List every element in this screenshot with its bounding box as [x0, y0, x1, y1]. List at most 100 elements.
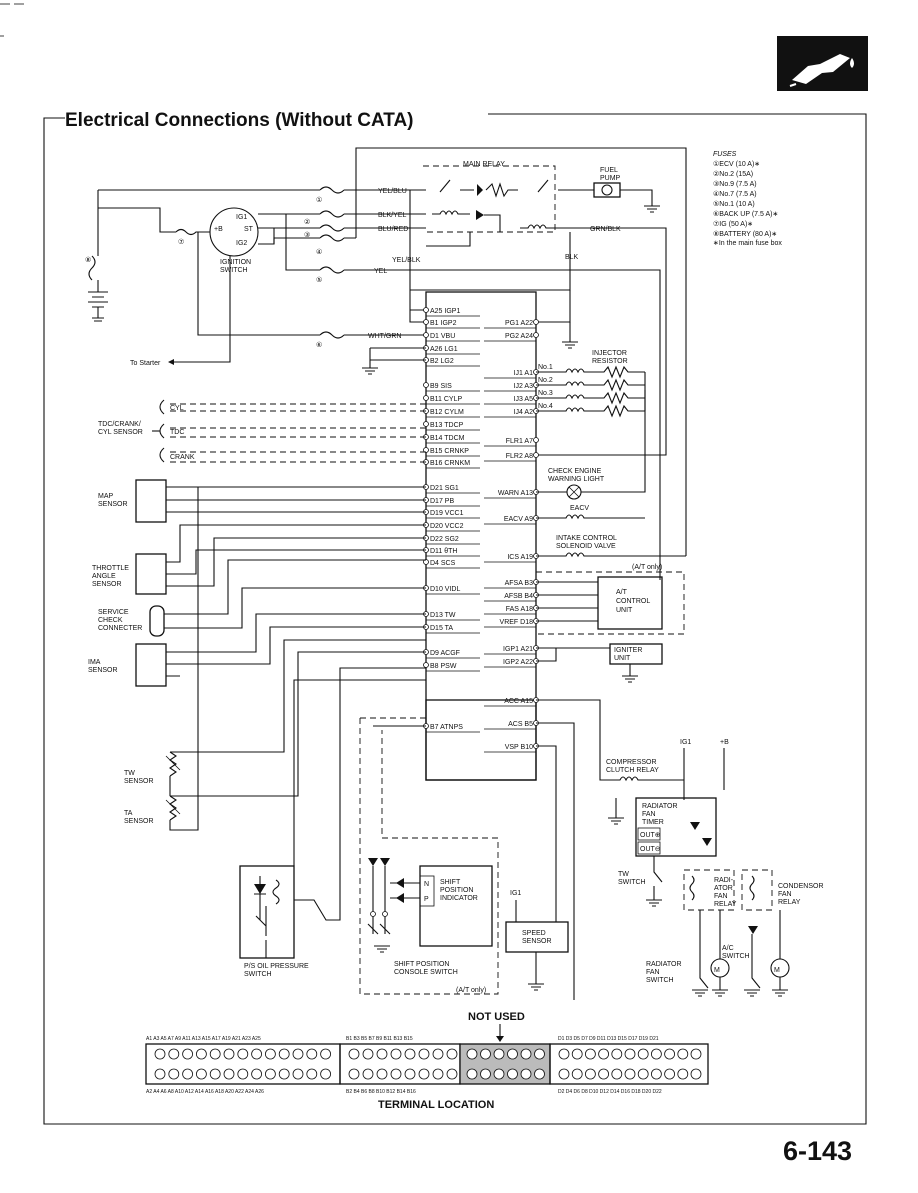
svg-text:P/S OIL PRESSURE: P/S OIL PRESSURE	[244, 963, 309, 970]
svg-text:A/T: A/T	[616, 589, 628, 596]
svg-text:UNIT: UNIT	[616, 607, 633, 614]
svg-text:SENSOR: SENSOR	[92, 581, 122, 588]
fuse-mark: ⑤	[316, 276, 322, 284]
ecu-pin-label: PG1 A22	[505, 320, 533, 327]
ecu-pin-label: ACS B5	[508, 721, 533, 728]
svg-text:CONTROL: CONTROL	[616, 598, 650, 605]
ecu-pin-label: VREF D18	[500, 619, 534, 626]
injector-circuit	[536, 391, 645, 405]
svg-text:RADIATOR: RADIATOR	[646, 961, 682, 968]
connector-pin	[637, 1068, 649, 1080]
power-supply-wiring: ⑧ ⑦ ① ② ③ ④ ⑤ ⑥ YEL/BLU BLK/YEL BLU/RED …	[85, 147, 687, 580]
fuel-pump: FUEL PUMP	[558, 167, 660, 213]
fuses-legend: FUSES ①ECV (10 A)∗ ②No.2 (15A) ③No.9 (7.…	[713, 151, 782, 247]
connector-pin	[598, 1068, 609, 1080]
ignition-switch: IG1 +B ST IG2 IGNITION SWITCH	[209, 207, 259, 274]
ecu-pin-terminal	[533, 437, 539, 443]
connector-pin	[306, 1068, 318, 1080]
ecu-pin-terminal	[423, 307, 429, 313]
svg-text:THROTTLE: THROTTLE	[92, 565, 129, 572]
connector-pin	[480, 1068, 491, 1080]
svg-text:FAN: FAN	[714, 893, 728, 900]
speed-sensor: SPEED SENSOR IG1	[505, 745, 569, 991]
ecu-pin-label: B9 SIS	[430, 383, 452, 390]
svg-text:CHECK ENGINE: CHECK ENGINE	[548, 468, 602, 475]
ecu-pin-label: B8 PSW	[430, 663, 457, 670]
wire-blk: BLK	[565, 254, 579, 261]
injector-resistor: INJECTOR RESISTOR	[592, 350, 628, 365]
injector-number: No.2	[538, 377, 553, 384]
connector-pin	[690, 1048, 702, 1060]
ecu-pin-label: FLR2 A8	[506, 453, 533, 460]
fuel-system-tab-icon	[777, 36, 868, 91]
svg-text:CYL SENSOR: CYL SENSOR	[98, 429, 143, 436]
connector-bottom-labels-a: A2 A4 A6 A8 A10 A12 A14 A16 A18 A20 A22 …	[146, 1089, 264, 1095]
svg-text:CONNECTER: CONNECTER	[98, 625, 142, 632]
svg-text:SENSOR: SENSOR	[98, 501, 128, 508]
page-frame	[43, 113, 867, 1125]
page-title: Electrical Connections (Without CATA)	[65, 110, 414, 131]
ecu-pin-terminal	[423, 662, 429, 668]
svg-text:+B: +B	[720, 739, 729, 746]
connector-pin	[154, 1048, 166, 1060]
svg-text:OUT⊕: OUT⊕	[640, 832, 661, 839]
ac-switch: A/C SWITCH M M	[692, 910, 790, 997]
svg-text:PUMP: PUMP	[600, 175, 621, 182]
connector-pin	[251, 1068, 263, 1080]
connector-pin	[154, 1068, 166, 1080]
connector-pin	[677, 1048, 689, 1060]
injector-circuit	[536, 365, 645, 379]
fuse-mark: ③	[304, 231, 310, 239]
svg-text:SWITCH: SWITCH	[646, 977, 674, 984]
fuse-item: ④No.7 (7.5 A)	[713, 190, 757, 198]
svg-text:TW: TW	[618, 871, 629, 878]
ecu-pin-label: VSP B10	[505, 744, 533, 751]
connector-pin	[168, 1068, 180, 1080]
fuse-item: ③No.9 (7.5 A)	[713, 180, 757, 188]
ecu-pin-label: D15 TA	[430, 625, 453, 632]
ecu-pin-label: B15 CRNKP	[430, 448, 469, 455]
ta-sensor: TA SENSOR	[124, 487, 426, 831]
svg-text:RADI-: RADI-	[714, 877, 734, 884]
svg-text:TA: TA	[124, 810, 133, 817]
svg-text:N: N	[424, 881, 429, 888]
connector-pin	[418, 1048, 430, 1060]
ecu-pin-terminal	[423, 319, 429, 325]
intake-control-solenoid-valve: INTAKE CONTROL SOLENOID VALVE	[536, 535, 686, 558]
svg-text:CHECK: CHECK	[98, 617, 123, 624]
ecu-pin-label: D17 PB	[430, 498, 454, 505]
svg-text:SENSOR: SENSOR	[124, 818, 154, 825]
ecu-pin-label: ACC A15	[504, 698, 533, 705]
connector-pin	[446, 1048, 458, 1060]
connector-pin	[209, 1048, 221, 1060]
at-control-unit: (A/T only) A/T CONTROL UNIT	[536, 564, 685, 635]
tdc-label: TDC	[170, 429, 184, 436]
fuse-item: ⑧BATTERY (80 A)∗	[713, 230, 777, 238]
connector-pin	[611, 1068, 623, 1080]
svg-text:UNIT: UNIT	[614, 655, 631, 662]
ecu-pin-terminal	[533, 319, 539, 325]
connector-pin	[223, 1048, 235, 1060]
svg-text:SENSOR: SENSOR	[124, 778, 154, 785]
ecu-pin-label: A26 LG1	[430, 346, 458, 353]
svg-text:IMA: IMA	[88, 659, 101, 666]
cyl-label: CYL	[170, 405, 184, 412]
injector-number: No.3	[538, 390, 553, 397]
map-sensor: MAP SENSOR	[98, 479, 426, 523]
injector-number: No.1	[538, 364, 553, 371]
wire-yel: YEL	[374, 268, 387, 275]
svg-text:ATOR: ATOR	[714, 885, 733, 892]
connector-pin	[292, 1048, 304, 1060]
svg-text:CONSOLE SWITCH: CONSOLE SWITCH	[394, 969, 458, 976]
connector-pin	[571, 1048, 583, 1060]
svg-text:INTAKE CONTROL: INTAKE CONTROL	[556, 535, 617, 542]
connector-pin	[507, 1048, 518, 1060]
not-used-label: NOT USED	[468, 1011, 525, 1023]
svg-text:P: P	[424, 896, 429, 903]
svg-text:INJECTOR: INJECTOR	[592, 350, 627, 357]
connector-pin	[664, 1068, 675, 1080]
svg-text:RELAY: RELAY	[714, 901, 737, 908]
connector-pin	[278, 1068, 290, 1080]
